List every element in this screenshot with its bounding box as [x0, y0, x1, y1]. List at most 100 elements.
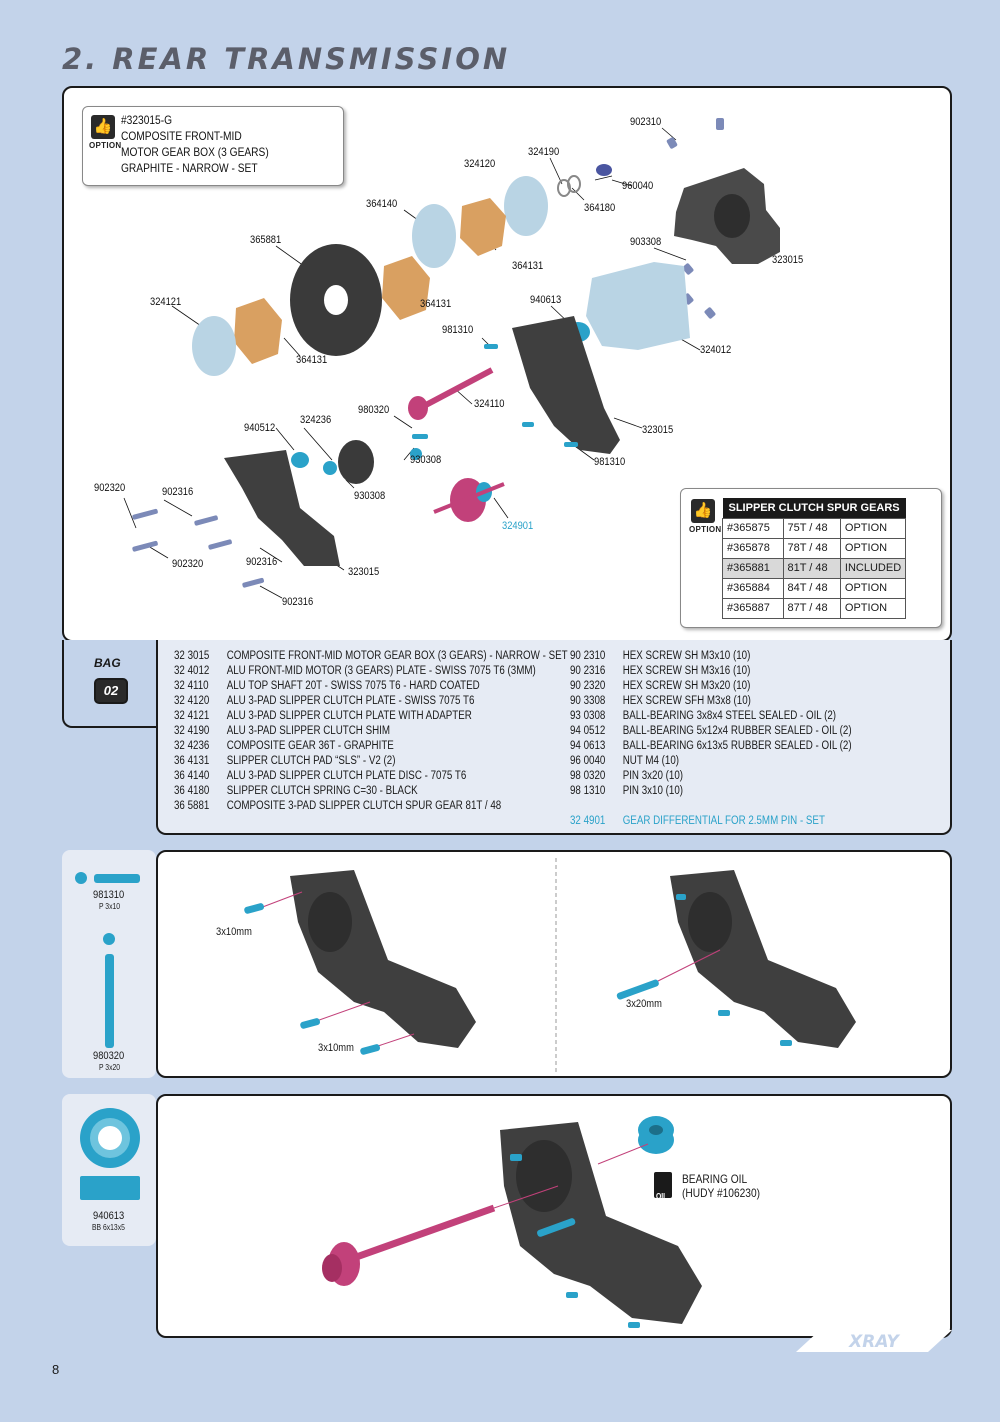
table-cell: OPTION	[839, 537, 907, 559]
step1-panel: 3x10mm 3x10mm 3x20mm	[156, 850, 952, 1078]
part-label: 930308	[354, 490, 386, 502]
part-label: 902316	[162, 486, 194, 498]
part-label: 981310	[442, 324, 474, 336]
table-row: #365887 87T / 48 OPTION	[722, 597, 907, 619]
step1-diagram	[244, 858, 856, 1074]
thumbs-up-icon: 👍	[691, 499, 715, 523]
bag-number: 02	[94, 678, 128, 704]
bearing-oil-label: BEARING OIL	[682, 1172, 748, 1186]
bag-tab: BAG 02	[62, 640, 162, 728]
oil-icon: OIL	[656, 1192, 668, 1201]
part-label: 902310	[630, 116, 662, 128]
part-label: 981310	[594, 456, 626, 468]
part-label: 940613	[530, 294, 562, 306]
logo-text: XRAY	[848, 1332, 900, 1352]
table-row: #365881 81T / 48 INCLUDED	[722, 557, 907, 579]
part-label: 940512	[244, 422, 276, 434]
part-label: 323015	[772, 254, 804, 266]
page-title: 2. REAR TRANSMISSION	[62, 42, 511, 76]
option-label: OPTION	[689, 525, 722, 534]
part-label: 903308	[630, 236, 662, 248]
dimension-label: 3x20mm	[626, 998, 662, 1010]
part-label: 364180	[584, 202, 616, 214]
pin-size: P 3x10	[99, 902, 121, 911]
table-row: #365878 78T / 48 OPTION	[722, 537, 907, 559]
spur-gear-table: SLIPPER CLUTCH SPUR GEARS #365875 75T / …	[722, 498, 907, 619]
option-line: COMPOSITE FRONT-MID	[121, 129, 242, 143]
part-label-differential: 324901	[502, 520, 534, 532]
part-label: 364131	[296, 354, 328, 366]
part-label: 324012	[700, 344, 732, 356]
dimension-label: 3x10mm	[318, 1042, 354, 1054]
table-row: #365884 84T / 48 OPTION	[722, 577, 907, 599]
part-label: 364131	[420, 298, 452, 310]
step2-diagram	[322, 1116, 702, 1328]
table-cell: OPTION	[839, 577, 907, 599]
table-cell: 75T / 48	[782, 517, 841, 539]
bearing-code: 940613	[93, 1210, 125, 1222]
option-line: MOTOR GEAR BOX (3 GEARS)	[121, 145, 269, 159]
step2-parts-sidebar: 940613 BB 6x13x5	[62, 1094, 156, 1246]
part-label: 324190	[528, 146, 560, 158]
table-cell: OPTION	[839, 597, 907, 619]
table-cell: #365887	[722, 597, 784, 619]
table-cell: 78T / 48	[782, 537, 841, 559]
table-cell: #365881	[722, 557, 784, 579]
part-label: 324236	[300, 414, 332, 426]
table-cell: 87T / 48	[782, 597, 841, 619]
pin-size: P 3x20	[99, 1063, 121, 1072]
pin-code: 981310	[93, 889, 125, 901]
table-cell: INCLUDED	[839, 557, 907, 579]
part-label: 365881	[250, 234, 282, 246]
pin-code: 980320	[93, 1050, 125, 1062]
pin-981310-icon	[75, 872, 140, 1048]
table-cell: 84T / 48	[782, 577, 841, 599]
part-label: 364131	[512, 260, 544, 272]
bearing-size: BB 6x13x5	[92, 1223, 125, 1232]
exploded-view-panel: 👍 OPTION #323015-G COMPOSITE FRONT-MID M…	[62, 86, 952, 642]
table-cell: OPTION	[839, 517, 907, 539]
option-gearbox-box: 👍 OPTION #323015-G COMPOSITE FRONT-MID M…	[82, 106, 344, 186]
part-label: 324110	[474, 398, 505, 410]
table-cell: 81T / 48	[782, 557, 841, 579]
thumbs-up-icon: 👍	[91, 115, 115, 139]
table-cell: #365875	[722, 517, 784, 539]
part-label: 324121	[150, 296, 182, 308]
part-label: 364140	[366, 198, 398, 210]
table-row: #365875 75T / 48 OPTION	[722, 517, 907, 539]
part-label: 323015	[642, 424, 674, 436]
table-cell: #365884	[722, 577, 784, 599]
part-label: 324120	[464, 158, 496, 170]
part-label: 980320	[358, 404, 390, 416]
page-number: 8	[52, 1362, 60, 1377]
option-line: GRAPHITE - NARROW - SET	[121, 161, 258, 175]
part-label: 902316	[246, 556, 278, 568]
bag-label: BAG	[94, 656, 121, 670]
part-label: 930308	[410, 454, 442, 466]
option-line: #323015-G	[121, 113, 173, 127]
part-label: 323015	[348, 566, 380, 578]
bearing-oil-ref: (HUDY #106230)	[682, 1186, 761, 1200]
option-label: OPTION	[89, 141, 122, 150]
xray-logo: XRAY	[796, 1330, 952, 1352]
part-label: 902316	[282, 596, 314, 608]
part-label: 960040	[622, 180, 654, 192]
